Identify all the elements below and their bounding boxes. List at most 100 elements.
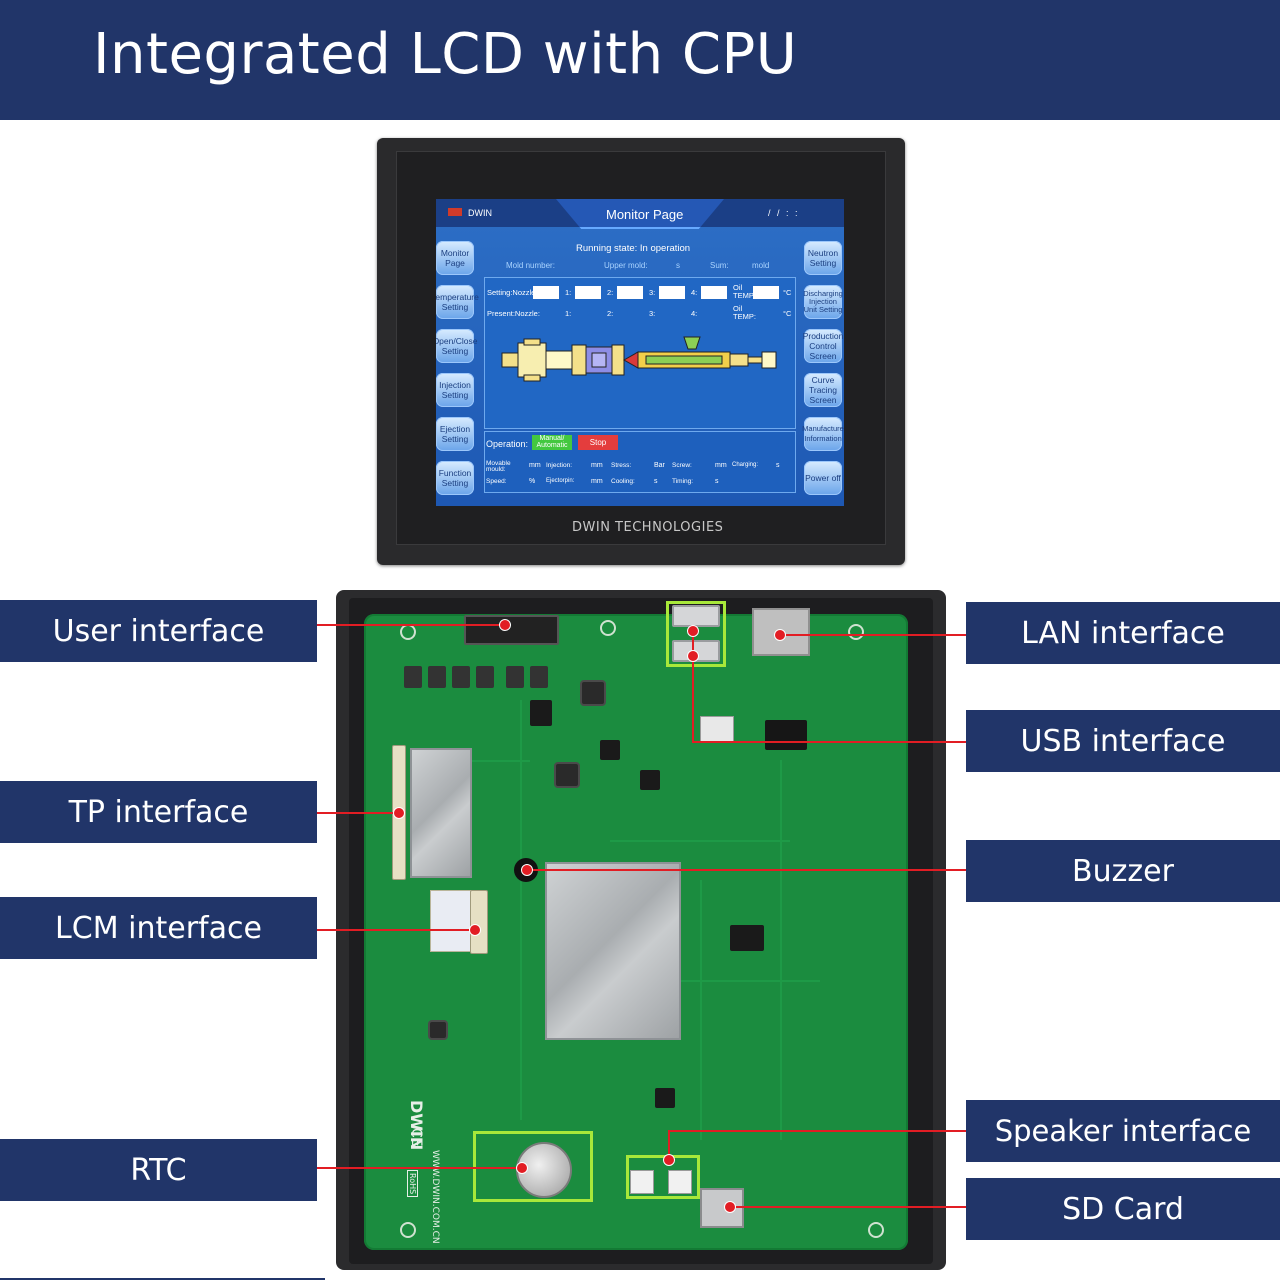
temp-unit: °C [783,288,792,297]
screen-button-discharging-setting: Discharging Injection Unit Setting [803,285,843,319]
component [476,666,494,688]
lcd-screen: DWIN Monitor Page / / : : Monitor Page T… [436,199,844,506]
callout-line-speaker-vertical [668,1130,670,1160]
ic-chip [640,770,660,790]
ic-chip [655,1088,675,1108]
status-ejectorpin: Ejectorpin: [546,478,575,484]
screen-button-neutron-setting: Neutron Setting [804,241,842,275]
status-screw: Screw: [672,462,692,469]
label-user-interface: User interface [0,600,317,662]
oil-temp-box [753,286,779,299]
component [452,666,470,688]
pcb-trace [560,980,820,982]
page-title: Integrated LCD with CPU [93,22,798,87]
device-brand-text: DWIN TECHNOLOGIES [572,520,724,535]
label-rtc: RTC [0,1139,317,1201]
screen-upper-mold: Upper mold: [604,261,648,270]
present-zone-2: 2: [607,309,614,318]
callout-dot-user-interface [499,619,511,631]
silk-url: WWW.DWIN.COM.CN [430,1150,440,1244]
callout-line-buzzer [527,869,966,871]
callout-line-lcm-interface [317,929,475,931]
user-interface-header [464,615,559,645]
silk-rohs-mark: RoHS [407,1170,418,1198]
status-cooling: Cooling: [611,478,635,485]
status-mm-3: mm [715,462,727,469]
callout-dot-usb-top [687,625,699,637]
status-s-1: s [776,462,780,469]
callout-dot-usb-bottom [687,650,699,662]
pcb-trace [610,840,790,842]
stop-button: Stop [578,435,618,450]
status-mm-1: mm [529,462,541,469]
ethernet-controller-chip [765,720,807,750]
status-s-2: s [654,478,658,485]
status-stress: Stress: [611,462,632,469]
sd-card-slot [700,1188,744,1228]
component [506,666,524,688]
callout-line-sd-card [730,1206,966,1208]
screen-running-state: Running state: In operation [576,243,691,254]
rtc-highlight-box [473,1131,593,1202]
zone-1-label: 1: [565,288,572,297]
speaker-connector-left [630,1170,654,1194]
mounting-hole [868,1222,884,1238]
pcb-trace [420,760,530,762]
label-speaker-interface: Speaker interface [966,1100,1280,1162]
manual-automatic-button: Manual/ Automatic [532,435,572,450]
title-banner: Integrated LCD with CPU [0,0,1280,120]
zone-4-box [701,286,727,299]
silk-ce-mark: CE [408,1128,424,1147]
callout-dot-lcm-interface [469,924,481,936]
screen-button-ejection-setting: Ejection Setting [436,417,474,451]
callout-dot-rtc [516,1162,528,1174]
screen-nozzle-panel: Setting:Nozzle 1: 2: 3: 4: Oil TEMP: °C … [484,277,796,429]
screen-button-manufacture-info: Manufacture Information [802,417,844,451]
callout-line-speaker-interface [668,1130,966,1132]
screen-button-open-close-setting: Open/Close Setting [436,329,477,363]
inductor [580,680,606,706]
status-injection: Injection: [546,462,573,469]
present-oil-temp: Oil TEMP: [733,304,756,321]
screen-button-production-control: Production Control Screen [802,329,844,363]
label-tp-interface: TP interface [0,781,317,843]
usb-header [700,716,734,742]
pcb-trace [520,700,522,1120]
screen-upper-mold-unit: s [676,261,680,270]
zone-1-box [575,286,601,299]
status-bar: Bar [654,462,665,469]
setting-nozzle-label: Setting:Nozzle [487,288,536,297]
ram-shield [410,748,472,878]
screen-sum: Sum: [710,261,729,270]
present-temp-unit: °C [783,309,792,318]
bottom-rule [0,1278,325,1280]
pcb-trace [780,760,782,1140]
injection-machine-diagram [501,336,777,382]
callout-line-user-interface [317,624,505,626]
screen-brand: DWIN [468,208,492,218]
inductor [554,762,580,788]
callout-dot-tp-interface [393,807,405,819]
label-usb-interface: USB interface [966,710,1280,772]
screen-button-curve-tracing: Curve Tracing Screen [804,373,842,407]
screen-datetime: / / : : [768,208,800,218]
cpu-shield [545,862,681,1040]
zone-3-box [659,286,685,299]
ic-chip [730,925,764,951]
status-mm-4: mm [591,478,603,485]
status-movable-mould: Movable mould: [486,460,511,473]
lcm-connector [470,890,488,954]
label-sd-card: SD Card [966,1178,1280,1240]
dwin-logo-icon [448,208,462,216]
callout-line-tp-interface [317,812,399,814]
zone-2-box [617,286,643,299]
screen-mold-number: Mold number: [506,261,555,270]
screen-page-title: Monitor Page [606,207,684,222]
label-buzzer: Buzzer [966,840,1280,902]
callout-line-lan-interface [780,634,966,636]
status-timing: Timing: [672,478,694,485]
component [404,666,422,688]
speaker-connector-right [668,1170,692,1194]
screen-sum-unit: mold [752,261,770,270]
